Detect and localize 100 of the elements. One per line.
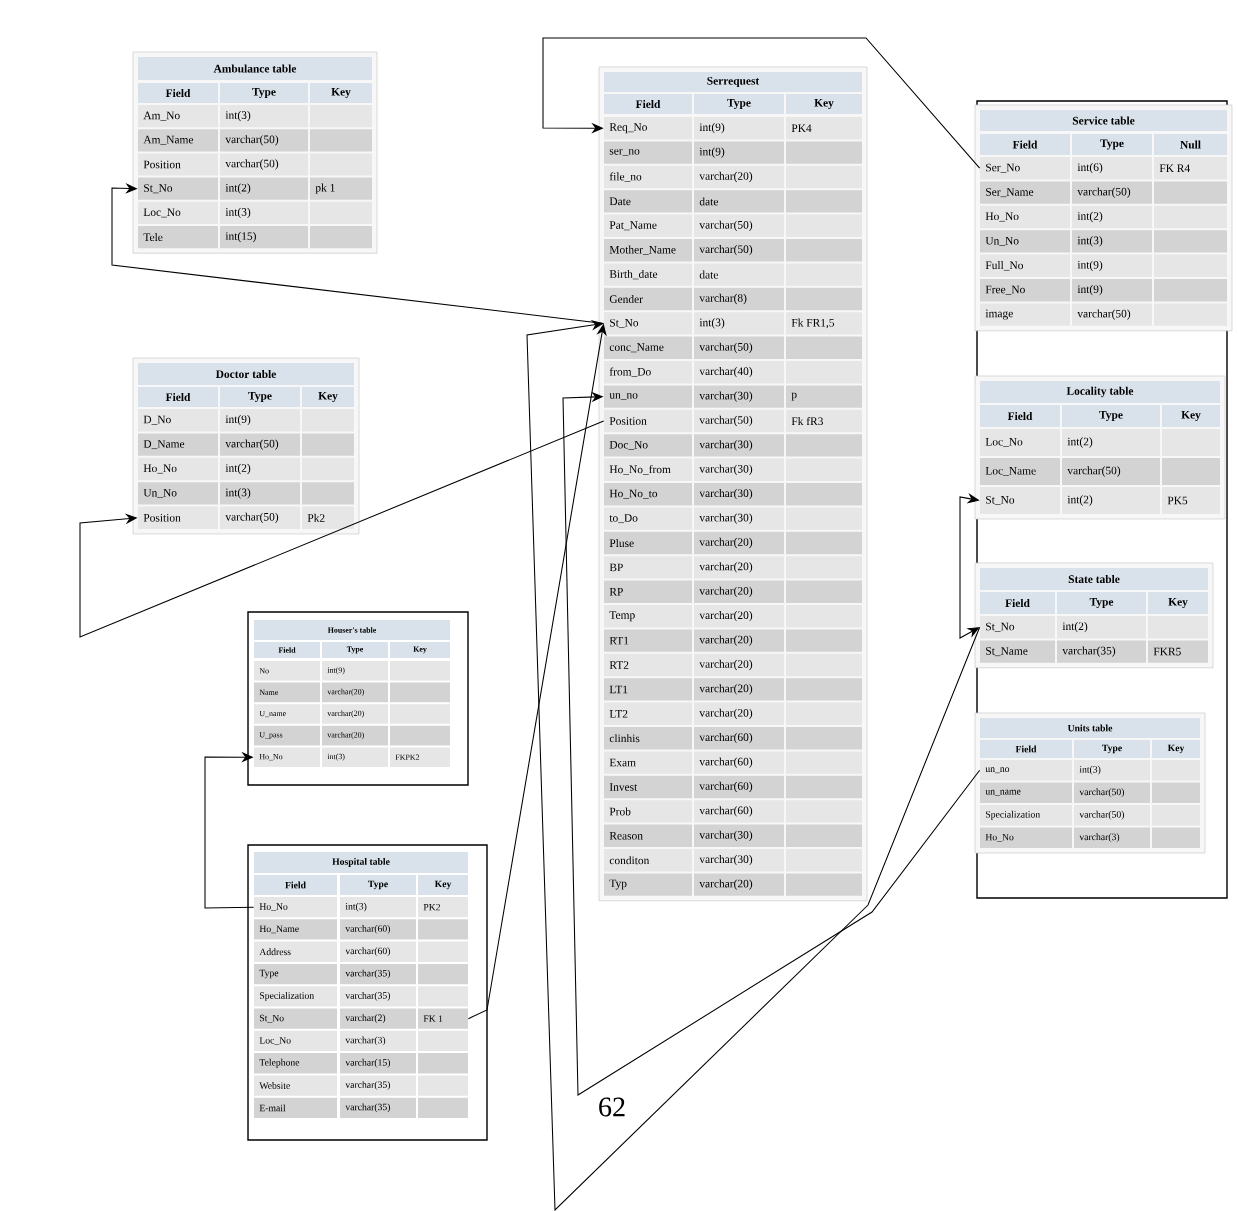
node-label: Full_No <box>985 261 1023 271</box>
table-row: Gender varchar(8) <box>604 287 862 311</box>
table-row: Telephone varchar(15) <box>254 1053 468 1074</box>
node-label: PK4 <box>791 124 812 132</box>
table-row: Ho_No_from varchar(30) <box>604 458 862 481</box>
node-label: int(2) <box>1077 211 1103 223</box>
table-row: E-mail varchar(35) <box>254 1097 468 1118</box>
node-label: file_no <box>609 172 642 182</box>
node-label: varchar(20) <box>699 611 753 622</box>
node-label: un_no <box>609 393 638 401</box>
node-label: LT2 <box>609 710 628 718</box>
table-row: Ho_No int(2) <box>980 205 1227 229</box>
node-label: varchar(50) <box>1067 466 1121 477</box>
node-label: Position <box>143 160 181 169</box>
node-label: varchar(20) <box>699 562 753 573</box>
table-row: RT2 varchar(20) <box>604 653 862 677</box>
node-label: Ho_No <box>985 833 1014 842</box>
table-row: Loc_No int(2) <box>980 429 1220 456</box>
node-label: Free_No <box>985 285 1025 295</box>
node-label: varchar(60) <box>345 925 390 934</box>
node-label: FK 1 <box>423 1015 443 1022</box>
table-row: Ser_No int(6) FK R4 <box>980 157 1227 180</box>
node-label: varchar(40) <box>699 367 753 378</box>
node-label: int(2) <box>1067 437 1093 448</box>
arrow <box>111 183 605 324</box>
table-row: St_No int(2) PK5 <box>980 487 1220 514</box>
node-label: PK2 <box>423 903 441 911</box>
table-row: Ser_Name varchar(50) <box>980 181 1227 204</box>
node-label: varchar(30) <box>699 513 753 524</box>
node-label: int(3) <box>699 318 725 329</box>
node-label: varchar(20) <box>699 171 753 183</box>
table-row: Tele int(15) <box>138 226 372 249</box>
node-label: date <box>699 197 718 206</box>
table-row: Loc_No varchar(3) <box>254 1030 468 1052</box>
table-row: Free_No int(9) <box>980 279 1227 302</box>
node-label: Ho_No <box>143 464 177 474</box>
node-label: Prob <box>609 807 631 816</box>
node-label: BP <box>609 563 623 572</box>
table-row: Ho_No int(3) PK2 <box>254 897 468 918</box>
node-label: Pluse <box>609 539 634 548</box>
table-row: Specialization varchar(35) <box>254 986 468 1007</box>
node-label: Temp <box>609 611 635 622</box>
arrow <box>204 751 255 909</box>
node-label: varchar(30) <box>699 489 753 500</box>
table-row: to_Do varchar(30) <box>604 507 862 530</box>
node-label: Birth_date <box>609 269 658 280</box>
node-label: varchar(50) <box>699 415 753 427</box>
node-label: int(3) <box>1079 765 1101 775</box>
table-row: Am_No int(3) <box>138 105 372 128</box>
table-row: Ho_Name varchar(60) <box>254 919 468 940</box>
node-label: varchar(30) <box>699 464 753 475</box>
node-label: Req_No <box>609 123 647 134</box>
node-label: to_Do <box>609 514 638 524</box>
node-label: Un_No <box>143 488 177 498</box>
node-label: Exam <box>609 758 636 767</box>
table-row: RP varchar(20) <box>604 580 862 603</box>
table-row: Position varchar(50) Fk fR3 <box>604 409 862 433</box>
node-label: Un_No <box>985 236 1019 246</box>
table-row: Prob varchar(60) <box>604 800 862 823</box>
node-label: pk 1 <box>315 183 335 194</box>
table-row: Specialization varchar(50) <box>980 805 1200 826</box>
node-label: varchar(20) <box>699 684 753 695</box>
node-label: int(3) <box>225 110 251 122</box>
node-label: varchar(20) <box>699 708 753 719</box>
node-label: varchar(15) <box>345 1058 390 1068</box>
node-label: int(6) <box>1077 163 1103 174</box>
arrow <box>562 391 981 1096</box>
page-number: 62 <box>599 1097 625 1117</box>
table-row: St_No int(2) pk 1 <box>138 177 372 200</box>
node-label: clinhis <box>609 734 640 743</box>
table-row: Position varchar(50) <box>138 153 372 176</box>
table-row: Temp varchar(20) <box>604 605 862 628</box>
node-label: Ho_No_to <box>609 489 658 499</box>
table-row: un_no varchar(30) p <box>604 385 862 408</box>
node-label: un_name <box>985 789 1021 796</box>
node-label: varchar(50) <box>1079 810 1124 820</box>
table-row: RT1 varchar(20) <box>604 629 862 652</box>
node-label: conditon <box>609 856 650 865</box>
node-label: Date <box>609 197 631 206</box>
node-label: RP <box>609 588 623 596</box>
node-label: St_Name <box>986 647 1028 657</box>
node-label: int(9) <box>1077 260 1103 271</box>
node-label: int(2) <box>1062 622 1088 633</box>
node-label: Ser_No <box>986 163 1020 173</box>
table-row: Full_No int(9) <box>980 254 1227 277</box>
table-row: un_name varchar(50) <box>980 782 1200 803</box>
node-label: varchar(20) <box>699 586 753 597</box>
table-row: Reason varchar(30) <box>604 824 862 847</box>
node-label: varchar(50) <box>225 439 279 450</box>
table-row: Ho_No_to varchar(30) <box>604 483 862 506</box>
node-label: D_Name <box>143 440 185 450</box>
table-row: Exam varchar(60) <box>604 751 862 774</box>
node-label: Doc_No <box>609 440 648 450</box>
table-row: Loc_Name varchar(50) <box>980 458 1220 485</box>
node-label: varchar(30) <box>699 855 753 866</box>
node-label: varchar(50) <box>1079 788 1124 798</box>
node-label: varchar(30) <box>699 440 753 451</box>
node-label: Tele <box>143 233 163 242</box>
node-label: Typ <box>609 879 627 890</box>
node-label: varchar(35) <box>345 969 390 979</box>
